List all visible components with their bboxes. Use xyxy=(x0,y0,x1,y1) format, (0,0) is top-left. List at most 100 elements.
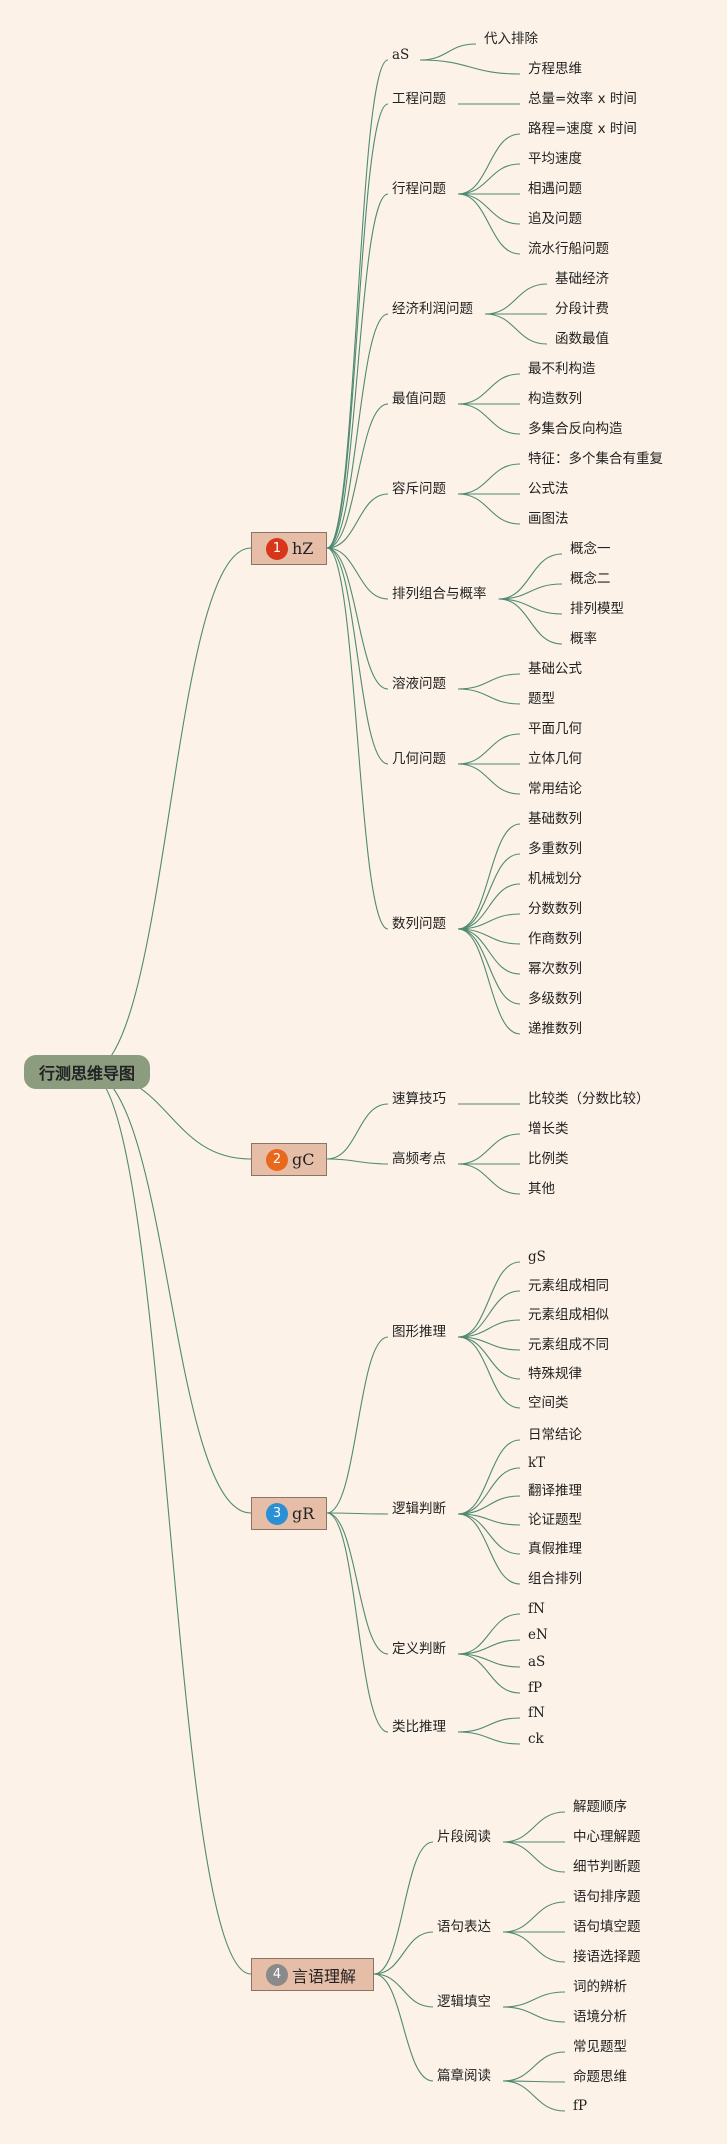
leaf-node[interactable]: 题型 xyxy=(528,691,555,707)
leaf-node[interactable]: 真假推理 xyxy=(528,1541,582,1557)
leaf-node[interactable]: 组合排列 xyxy=(528,1571,582,1587)
leaf-node[interactable]: 其他 xyxy=(528,1181,555,1197)
connector-line xyxy=(457,1467,521,1515)
leaf-node[interactable]: 排列模型 xyxy=(570,601,624,617)
topic-node[interactable]: 数列问题 xyxy=(392,916,446,932)
leaf-node[interactable]: 命题思维 xyxy=(573,2069,627,2085)
leaf-node[interactable]: 公式法 xyxy=(528,481,569,497)
leaf-node[interactable]: ck xyxy=(528,1731,544,1747)
leaf-node[interactable]: 构造数列 xyxy=(528,391,582,407)
leaf-node[interactable]: 语境分析 xyxy=(573,2009,627,2025)
leaf-node[interactable]: 中心理解题 xyxy=(573,1829,641,1845)
leaf-node[interactable]: 概念二 xyxy=(570,571,611,587)
topic-node[interactable]: aS xyxy=(392,47,410,63)
leaf-node[interactable]: 基础数列 xyxy=(528,811,582,827)
topic-node[interactable]: 高频考点 xyxy=(392,1151,446,1167)
leaf-node[interactable]: 比较类（分数比较） xyxy=(528,1091,650,1107)
leaf-node[interactable]: 元素组成相似 xyxy=(528,1307,609,1323)
leaf-node[interactable]: 基础公式 xyxy=(528,661,582,677)
leaf-node[interactable]: 论证题型 xyxy=(528,1512,582,1528)
leaf-node[interactable]: 日常结论 xyxy=(528,1427,582,1443)
leaf-node[interactable]: 分数数列 xyxy=(528,901,582,917)
topic-node[interactable]: 定义判断 xyxy=(392,1641,446,1657)
leaf-node[interactable]: 增长类 xyxy=(528,1121,569,1137)
leaf-node[interactable]: aS xyxy=(528,1654,546,1670)
leaf-node[interactable]: 总量=效率 x 时间 xyxy=(528,91,637,107)
leaf-node[interactable]: 立体几何 xyxy=(528,751,582,767)
topic-node[interactable]: 经济利润问题 xyxy=(392,301,473,317)
topic-node[interactable]: 篇章阅读 xyxy=(437,2068,491,2084)
leaf-node[interactable]: fP xyxy=(573,2098,588,2114)
leaf-node[interactable]: 代入排除 xyxy=(484,31,538,47)
connector-line xyxy=(457,1613,521,1655)
leaf-node[interactable]: 方程思维 xyxy=(528,61,582,77)
leaf-node[interactable]: kT xyxy=(528,1455,546,1471)
leaf-node[interactable]: 特殊规律 xyxy=(528,1366,582,1382)
leaf-node[interactable]: 路程=速度 x 时间 xyxy=(528,121,637,137)
topic-node[interactable]: 类比推理 xyxy=(392,1719,446,1735)
connector-line xyxy=(326,1512,389,1655)
leaf-node[interactable]: eN xyxy=(528,1627,548,1643)
leaf-node[interactable]: 解题顺序 xyxy=(573,1799,627,1815)
leaf-node[interactable]: 平面几何 xyxy=(528,721,582,737)
topic-node[interactable]: 逻辑判断 xyxy=(392,1501,446,1517)
leaf-node[interactable]: 比例类 xyxy=(528,1151,569,1167)
connector-line xyxy=(498,598,563,615)
leaf-node[interactable]: 分段计费 xyxy=(555,301,609,317)
leaf-node[interactable]: 最不利构造 xyxy=(528,361,596,377)
topic-node[interactable]: 溶液问题 xyxy=(392,676,446,692)
leaf-node[interactable]: 元素组成不同 xyxy=(528,1337,609,1353)
leaf-node[interactable]: 多重数列 xyxy=(528,841,582,857)
leaf-node[interactable]: 递推数列 xyxy=(528,1021,582,1037)
leaf-node[interactable]: 特征：多个集合有重复 xyxy=(528,451,663,467)
connector-line xyxy=(457,928,521,1005)
leaf-node[interactable]: 追及问题 xyxy=(528,211,582,227)
topic-node[interactable]: 工程问题 xyxy=(392,91,446,107)
leaf-node[interactable]: 语句填空题 xyxy=(573,1919,641,1935)
leaf-node[interactable]: 语句排序题 xyxy=(573,1889,641,1905)
topic-node[interactable]: 行程问题 xyxy=(392,181,446,197)
leaf-node[interactable]: 概念一 xyxy=(570,541,611,557)
leaf-node[interactable]: fN xyxy=(528,1601,545,1617)
leaf-node[interactable]: 词的辨析 xyxy=(573,1979,627,1995)
leaf-node[interactable]: 常用结论 xyxy=(528,781,582,797)
root-node[interactable]: 行测思维导图 xyxy=(24,1055,150,1089)
topic-node[interactable]: 最值问题 xyxy=(392,391,446,407)
leaf-node[interactable]: 画图法 xyxy=(528,511,569,527)
leaf-node[interactable]: 翻译推理 xyxy=(528,1483,582,1499)
leaf-node[interactable]: 多集合反向构造 xyxy=(528,421,623,437)
leaf-node[interactable]: gS xyxy=(528,1249,546,1265)
leaf-node[interactable]: 作商数列 xyxy=(528,931,582,947)
leaf-node[interactable]: 基础经济 xyxy=(555,271,609,287)
leaf-node[interactable]: 相遇问题 xyxy=(528,181,582,197)
topic-node[interactable]: 容斥问题 xyxy=(392,481,446,497)
topic-node[interactable]: 几何问题 xyxy=(392,751,446,767)
leaf-node[interactable]: 幂次数列 xyxy=(528,961,582,977)
leaf-node[interactable]: 常见题型 xyxy=(573,2039,627,2055)
leaf-node[interactable]: 空间类 xyxy=(528,1395,569,1411)
leaf-node[interactable]: 接语选择题 xyxy=(573,1949,641,1965)
leaf-node[interactable]: 函数最值 xyxy=(555,331,609,347)
topic-node[interactable]: 片段阅读 xyxy=(437,1829,491,1845)
leaf-node[interactable]: fP xyxy=(528,1680,543,1696)
leaf-node[interactable]: 流水行船问题 xyxy=(528,241,609,257)
connector-line xyxy=(457,403,521,435)
leaf-node[interactable]: fN xyxy=(528,1705,545,1721)
connector-line xyxy=(457,1336,521,1351)
leaf-node[interactable]: 元素组成相同 xyxy=(528,1278,609,1294)
topic-node[interactable]: 排列组合与概率 xyxy=(392,586,487,602)
leaf-node[interactable]: 机械划分 xyxy=(528,871,582,887)
topic-node[interactable]: 速算技巧 xyxy=(392,1091,446,1107)
leaf-node[interactable]: 概率 xyxy=(570,631,597,647)
topic-node[interactable]: 语句表达 xyxy=(437,1919,491,1935)
connector-line xyxy=(326,493,389,549)
leaf-node[interactable]: 平均速度 xyxy=(528,151,582,167)
leaf-node[interactable]: 多级数列 xyxy=(528,991,582,1007)
topic-node[interactable]: 逻辑填空 xyxy=(437,1994,491,2010)
leaf-node[interactable]: 细节判断题 xyxy=(573,1859,641,1875)
topic-node[interactable]: 图形推理 xyxy=(392,1324,446,1340)
